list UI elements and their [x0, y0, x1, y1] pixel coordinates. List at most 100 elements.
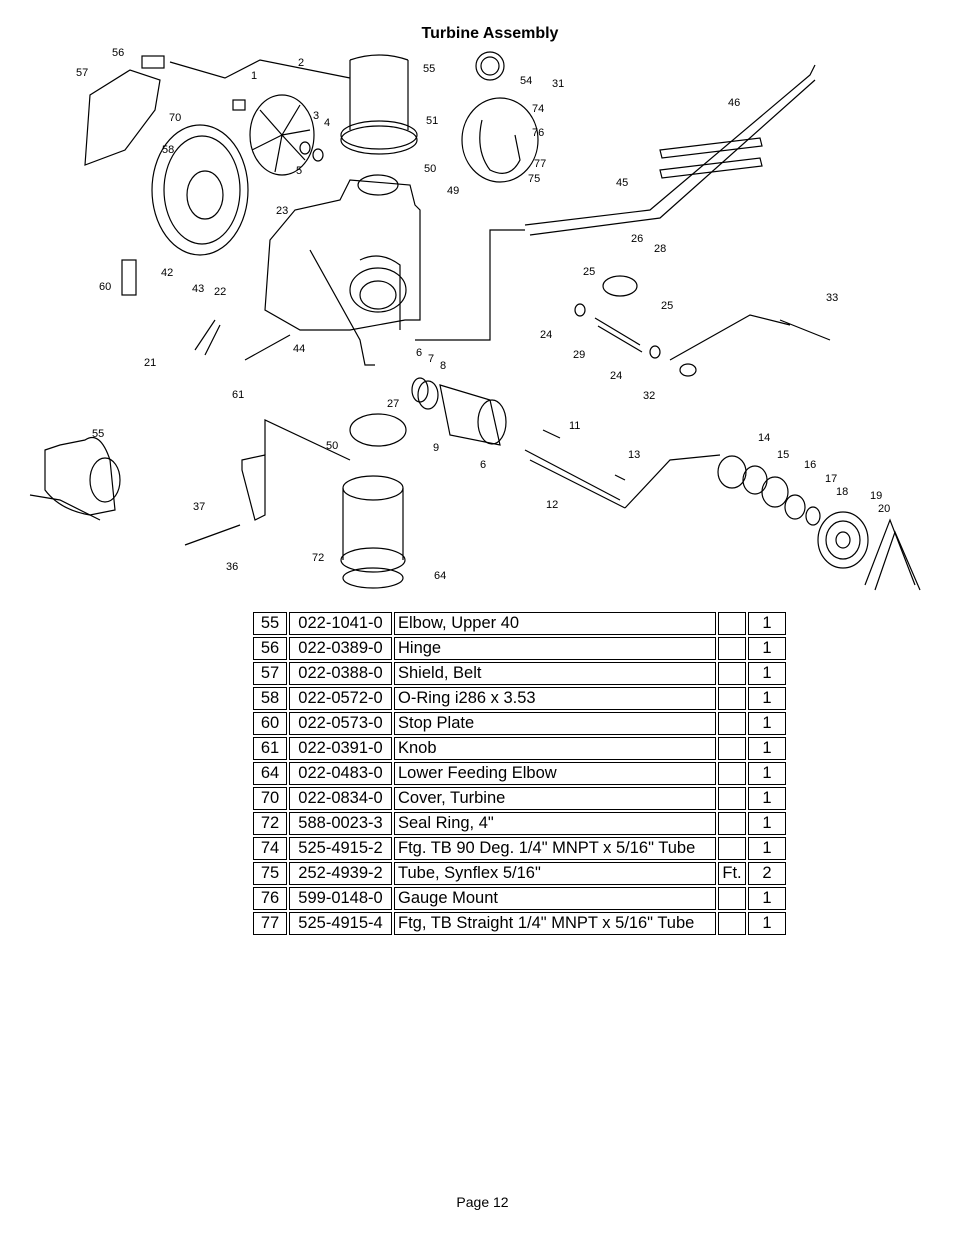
callout-label: 8 [440, 360, 446, 372]
unit-cell [718, 637, 746, 660]
callout-label: 7 [428, 353, 434, 365]
callout-label: 60 [99, 281, 111, 293]
item-number-cell: 64 [253, 762, 287, 785]
quantity-cell: 1 [748, 912, 786, 935]
callout-label: 77 [534, 158, 546, 170]
callout-label: 74 [532, 103, 544, 115]
quantity-cell: 2 [748, 862, 786, 885]
callout-label: 20 [878, 503, 890, 515]
callout-label: 56 [112, 47, 124, 59]
part-number-cell: 022-0483-0 [289, 762, 392, 785]
quantity-cell: 1 [748, 887, 786, 910]
callout-label: 24 [540, 329, 552, 341]
table-row: 74 525-4915-2 Ftg. TB 90 Deg. 1/4" MNPT … [253, 837, 786, 860]
table-row: 75 252-4939-2 Tube, Synflex 5/16" Ft. 2 [253, 862, 786, 885]
callout-label: 49 [447, 185, 459, 197]
callout-label: 54 [520, 75, 532, 87]
callout-label: 70 [169, 112, 181, 124]
unit-cell [718, 837, 746, 860]
unit-cell [718, 787, 746, 810]
callout-label: 44 [293, 343, 305, 355]
quantity-cell: 1 [748, 637, 786, 660]
callout-label: 27 [387, 398, 399, 410]
table-row: 70 022-0834-0 Cover, Turbine 1 [253, 787, 786, 810]
callout-labels: 56 57 1 2 55 54 31 74 46 70 3 4 51 76 58… [76, 47, 890, 582]
description-cell: Elbow, Upper 40 [394, 612, 716, 635]
callout-label: 3 [313, 110, 319, 122]
description-cell: Ftg, TB Straight 1/4" MNPT x 5/16" Tube [394, 912, 716, 935]
callout-label: 1 [251, 70, 257, 82]
item-number-cell: 56 [253, 637, 287, 660]
description-cell: Shield, Belt [394, 662, 716, 685]
turbine-drawing: 56 57 1 2 55 54 31 74 46 70 3 4 51 76 58… [29, 47, 921, 591]
unit-cell [718, 662, 746, 685]
quantity-cell: 1 [748, 712, 786, 735]
quantity-cell: 1 [748, 812, 786, 835]
quantity-cell: 1 [748, 687, 786, 710]
description-cell: Knob [394, 737, 716, 760]
callout-label: 42 [161, 267, 173, 279]
callout-label: 29 [573, 349, 585, 361]
callout-label: 37 [193, 501, 205, 513]
part-number-cell: 022-0573-0 [289, 712, 392, 735]
callout-label: 43 [192, 283, 204, 295]
part-number-cell: 022-0834-0 [289, 787, 392, 810]
callout-label: 24 [610, 370, 622, 382]
item-number-cell: 58 [253, 687, 287, 710]
callout-label: 22 [214, 286, 226, 298]
unit-cell [718, 687, 746, 710]
unit-cell [718, 812, 746, 835]
unit-cell: Ft. [718, 862, 746, 885]
callout-label: 18 [836, 486, 848, 498]
page-number: Page 12 [456, 1194, 509, 1210]
part-number-cell: 022-0389-0 [289, 637, 392, 660]
item-number-cell: 72 [253, 812, 287, 835]
part-number-cell: 022-1041-0 [289, 612, 392, 635]
table-row: 76 599-0148-0 Gauge Mount 1 [253, 887, 786, 910]
quantity-cell: 1 [748, 837, 786, 860]
quantity-cell: 1 [748, 787, 786, 810]
parts-table: 55 022-1041-0 Elbow, Upper 40 1 56 022-0… [251, 610, 788, 937]
callout-label: 33 [826, 292, 838, 304]
part-number-cell: 252-4939-2 [289, 862, 392, 885]
description-cell: O-Ring i286 x 3.53 [394, 687, 716, 710]
unit-cell [718, 612, 746, 635]
item-number-cell: 77 [253, 912, 287, 935]
callout-label: 57 [76, 67, 88, 79]
table-row: 58 022-0572-0 O-Ring i286 x 3.53 1 [253, 687, 786, 710]
description-cell: Stop Plate [394, 712, 716, 735]
callout-label: 76 [532, 127, 544, 139]
callout-label: 6 [480, 459, 486, 471]
part-number-cell: 599-0148-0 [289, 887, 392, 910]
item-number-cell: 55 [253, 612, 287, 635]
callout-label: 4 [324, 117, 330, 129]
callout-label: 64 [434, 570, 446, 582]
callout-label: 25 [661, 300, 673, 312]
description-cell: Seal Ring, 4" [394, 812, 716, 835]
table-row: 64 022-0483-0 Lower Feeding Elbow 1 [253, 762, 786, 785]
callout-label: 19 [870, 490, 882, 502]
part-number-cell: 022-0391-0 [289, 737, 392, 760]
callout-label: 58 [162, 144, 174, 156]
table-row: 56 022-0389-0 Hinge 1 [253, 637, 786, 660]
callout-label: 21 [144, 357, 156, 369]
description-cell: Lower Feeding Elbow [394, 762, 716, 785]
table-row: 61 022-0391-0 Knob 1 [253, 737, 786, 760]
parts-table-body: 55 022-1041-0 Elbow, Upper 40 1 56 022-0… [253, 612, 786, 935]
callout-label: 6 [416, 347, 422, 359]
unit-cell [718, 762, 746, 785]
quantity-cell: 1 [748, 737, 786, 760]
item-number-cell: 60 [253, 712, 287, 735]
description-cell: Hinge [394, 637, 716, 660]
table-row: 60 022-0573-0 Stop Plate 1 [253, 712, 786, 735]
callout-label: 50 [424, 163, 436, 175]
callout-label: 45 [616, 177, 628, 189]
table-row: 55 022-1041-0 Elbow, Upper 40 1 [253, 612, 786, 635]
callout-label: 5 [296, 165, 302, 177]
quantity-cell: 1 [748, 662, 786, 685]
callout-label: 32 [643, 390, 655, 402]
callout-label: 23 [276, 205, 288, 217]
callout-label: 13 [628, 449, 640, 461]
callout-label: 72 [312, 552, 324, 564]
description-cell: Ftg. TB 90 Deg. 1/4" MNPT x 5/16" Tube [394, 837, 716, 860]
